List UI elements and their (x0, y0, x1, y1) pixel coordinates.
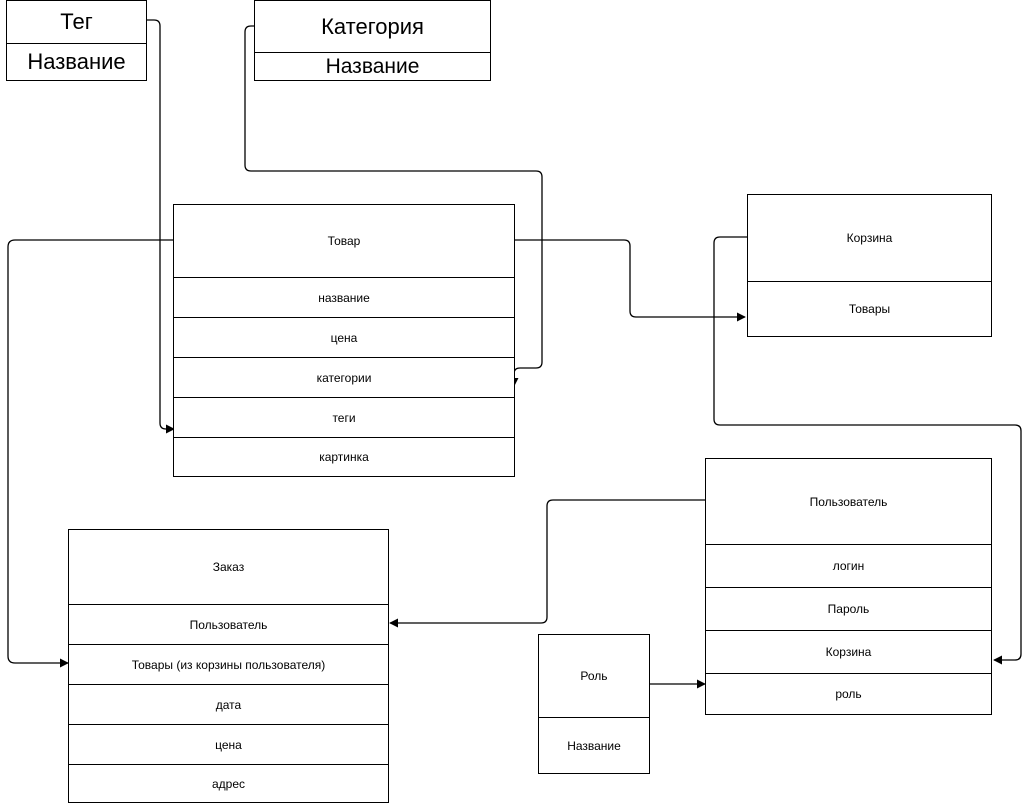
entity-korzina-field-goods: Товары (748, 281, 991, 336)
entity-korzina[interactable]: Корзина Товары (747, 194, 992, 337)
entity-tovar[interactable]: Товар название цена категории теги карти… (173, 204, 515, 477)
entity-rol[interactable]: Роль Название (538, 634, 650, 774)
entity-zakaz-field-goods: Товары (из корзины пользователя) (69, 644, 388, 684)
entity-zakaz-title: Заказ (212, 560, 245, 574)
entity-kategoriya-field-name: Название (255, 52, 490, 80)
entity-tovar-field-price: цена (174, 317, 514, 357)
entity-tovar-field-name: название (174, 277, 514, 317)
entity-rol-field-name: Название (539, 717, 649, 773)
entity-polzovatel-title: Пользователь (809, 494, 888, 509)
entity-korzina-title: Корзина (846, 231, 893, 245)
entity-kategoriya-title: Категория (321, 13, 424, 39)
entity-tovar-field-image: картинка (174, 437, 514, 476)
connector-tovar-to-korzina (514, 239, 746, 322)
entity-tovar-field-tags: теги (174, 397, 514, 437)
entity-tovar-field-categories: категории (174, 357, 514, 397)
entity-teg-title: Тег (60, 9, 93, 34)
entity-polzovatel-field-role: роль (706, 673, 991, 714)
connector-polzovatel-to-zakaz (389, 499, 706, 628)
entity-zakaz-field-price: цена (69, 724, 388, 764)
entity-polzovatel-field-login: логин (706, 544, 991, 587)
entity-zakaz[interactable]: Заказ Пользователь Товары (из корзины по… (68, 529, 389, 803)
connector-teg-to-tovar (146, 19, 175, 434)
entity-polzovatel-field-cart: Корзина (706, 630, 991, 673)
entity-teg[interactable]: Тег Название (6, 0, 147, 81)
entity-zakaz-field-address: адрес (69, 764, 388, 802)
entity-kategoriya[interactable]: Категория Название (254, 0, 491, 81)
entity-zakaz-field-date: дата (69, 684, 388, 724)
entity-rol-title: Роль (580, 669, 608, 683)
entity-zakaz-field-user: Пользователь (69, 604, 388, 644)
entity-teg-field-name: Название (7, 43, 146, 80)
entity-polzovatel-field-password: Пароль (706, 587, 991, 630)
entity-tovar-title: Товар (327, 234, 361, 248)
entity-polzovatel[interactable]: Пользователь логин Пароль Корзина роль (705, 458, 992, 715)
